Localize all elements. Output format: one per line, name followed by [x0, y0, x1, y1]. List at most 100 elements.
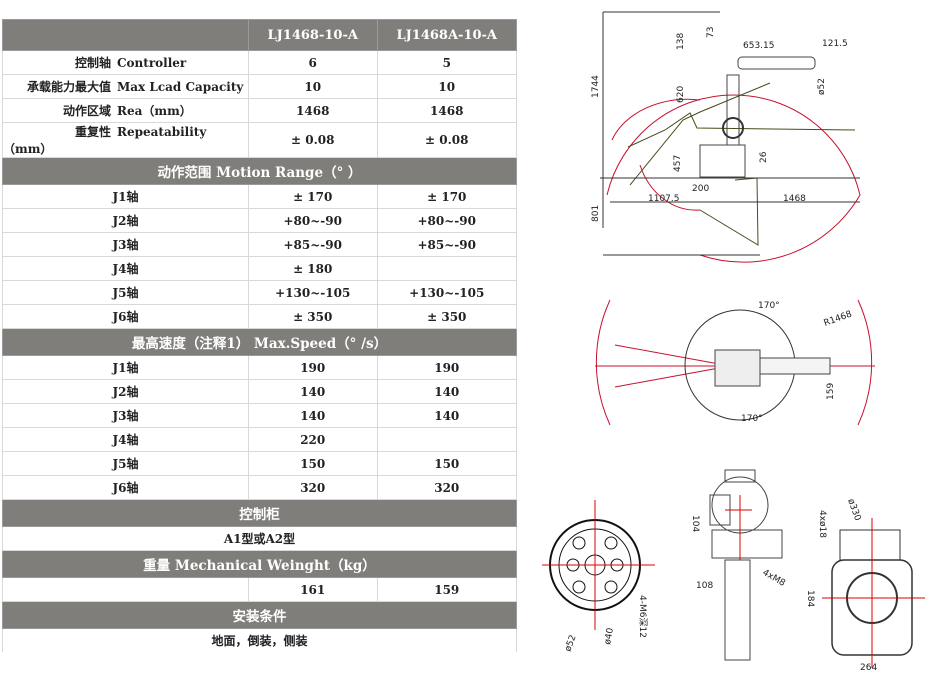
cell-b: 10	[376, 74, 517, 99]
table-row: J2轴+80~-90+80~-90	[2, 208, 517, 233]
flange-drawing: ø52 ø40 4-M6深12	[542, 500, 655, 653]
cell-b: 5	[376, 50, 517, 75]
cell-b: 1468	[376, 98, 517, 123]
svg-text:R1468: R1468	[823, 309, 854, 328]
axis-label: J2轴	[2, 379, 249, 404]
table-row: J5轴+130~-105+130~-105	[2, 280, 517, 305]
svg-text:620: 620	[676, 86, 686, 103]
svg-text:200: 200	[692, 184, 709, 194]
weight-blank	[2, 577, 249, 602]
axis-label: J1轴	[2, 355, 249, 380]
cell-b: +130~-105	[376, 280, 517, 305]
svg-text:457: 457	[673, 155, 683, 172]
cell-a: 320	[247, 475, 378, 500]
svg-text:801: 801	[591, 205, 601, 222]
table-row: J6轴± 350± 350	[2, 304, 517, 329]
row-label-zh: 重复性	[74, 125, 111, 139]
cell-a: 1468	[247, 98, 378, 123]
table-row: A1型或A2型	[2, 526, 517, 551]
svg-text:108: 108	[696, 581, 713, 591]
cell-b: 159	[376, 577, 517, 602]
table-header-row: LJ1468-10-A LJ1468A-10-A	[2, 19, 517, 51]
svg-text:4xM8: 4xM8	[761, 568, 787, 589]
svg-text:170°: 170°	[741, 414, 763, 424]
row-label-en: Max Lcad Capacity	[117, 80, 244, 94]
svg-text:1107.5: 1107.5	[648, 194, 680, 204]
svg-text:ø330: ø330	[845, 498, 862, 523]
svg-text:653.15: 653.15	[743, 41, 775, 51]
axis-label: J5轴	[2, 280, 249, 305]
svg-text:264: 264	[860, 663, 877, 673]
cell-a: ± 0.08	[247, 122, 378, 158]
row-label-zh: 控制轴	[74, 56, 111, 70]
svg-text:1744: 1744	[591, 75, 601, 98]
row-label-zh: 承载能力最大值	[26, 80, 111, 94]
cell-b: 140	[376, 403, 517, 428]
svg-text:4xø18: 4xø18	[817, 510, 827, 538]
section-controller-cabinet: 控制柜	[2, 499, 517, 527]
section-title: 重量 Mechanical Weinght（kg）	[2, 550, 517, 578]
axis-label: J1轴	[2, 184, 249, 209]
header-blank	[2, 19, 249, 51]
cell-b: +80~-90	[376, 208, 517, 233]
svg-text:138: 138	[676, 33, 686, 50]
row-label-zh: 动作区域	[62, 104, 111, 118]
svg-text:ø52: ø52	[817, 78, 827, 95]
cell-b: ± 170	[376, 184, 517, 209]
table-row: 地面，倒装，侧装	[2, 628, 517, 652]
svg-text:26: 26	[759, 151, 769, 163]
section-title: 最高速度（注释1） Max.Speed（° /s）	[2, 328, 517, 356]
table-row: J3轴+85~-90+85~-90	[2, 232, 517, 257]
cell-a: ± 170	[247, 184, 378, 209]
cell-a: ± 350	[247, 304, 378, 329]
cell-b: ± 350	[376, 304, 517, 329]
header-model-b: LJ1468A-10-A	[376, 19, 517, 51]
svg-text:159: 159	[826, 383, 836, 400]
cell-b	[376, 427, 517, 452]
cell-b: 150	[376, 451, 517, 476]
installation-value: 地面，倒装，侧装	[2, 628, 517, 652]
row-label-en: Repeatability（mm）	[3, 125, 207, 156]
axis-label: J3轴	[2, 403, 249, 428]
cell-b	[376, 256, 517, 281]
cell-a: 6	[247, 50, 378, 75]
svg-text:ø52: ø52	[563, 634, 578, 653]
svg-text:170°: 170°	[758, 301, 780, 311]
cell-b: 190	[376, 355, 517, 380]
section-title: 控制柜	[2, 499, 517, 527]
axis-label: J6轴	[2, 304, 249, 329]
section-max-speed: 最高速度（注释1） Max.Speed（° /s）	[2, 328, 517, 356]
cell-b: 320	[376, 475, 517, 500]
front-view-drawing: 104 108 4xM8	[690, 469, 787, 661]
section-title: 动作范围 Motion Range（° ）	[2, 157, 517, 185]
svg-text:73: 73	[706, 27, 716, 38]
axis-label: J3轴	[2, 232, 249, 257]
section-motion-range: 动作范围 Motion Range（° ）	[2, 157, 517, 185]
header-model-a: LJ1468-10-A	[247, 19, 378, 51]
cell-a: 161	[247, 577, 378, 602]
section-title: 安装条件	[2, 601, 517, 629]
side-view-drawing: 1744 801 138 73 653.15 121.5 ø52 620 457…	[591, 11, 861, 263]
cell-a: 150	[247, 451, 378, 476]
cell-b: ± 0.08	[376, 122, 517, 158]
svg-text:1468: 1468	[783, 194, 806, 204]
cell-a: 140	[247, 403, 378, 428]
cell-b: 140	[376, 379, 517, 404]
table-row: J4轴± 180	[2, 256, 517, 281]
axis-label: J6轴	[2, 475, 249, 500]
axis-label: J4轴	[2, 256, 249, 281]
base-drawing: 4xø18 ø330 184 264	[805, 498, 925, 673]
top-view-drawing: 170° 170° R1468 159	[595, 299, 875, 426]
axis-label: J2轴	[2, 208, 249, 233]
axis-label: J4轴	[2, 427, 249, 452]
svg-text:121.5: 121.5	[822, 39, 848, 49]
cell-a: 190	[247, 355, 378, 380]
